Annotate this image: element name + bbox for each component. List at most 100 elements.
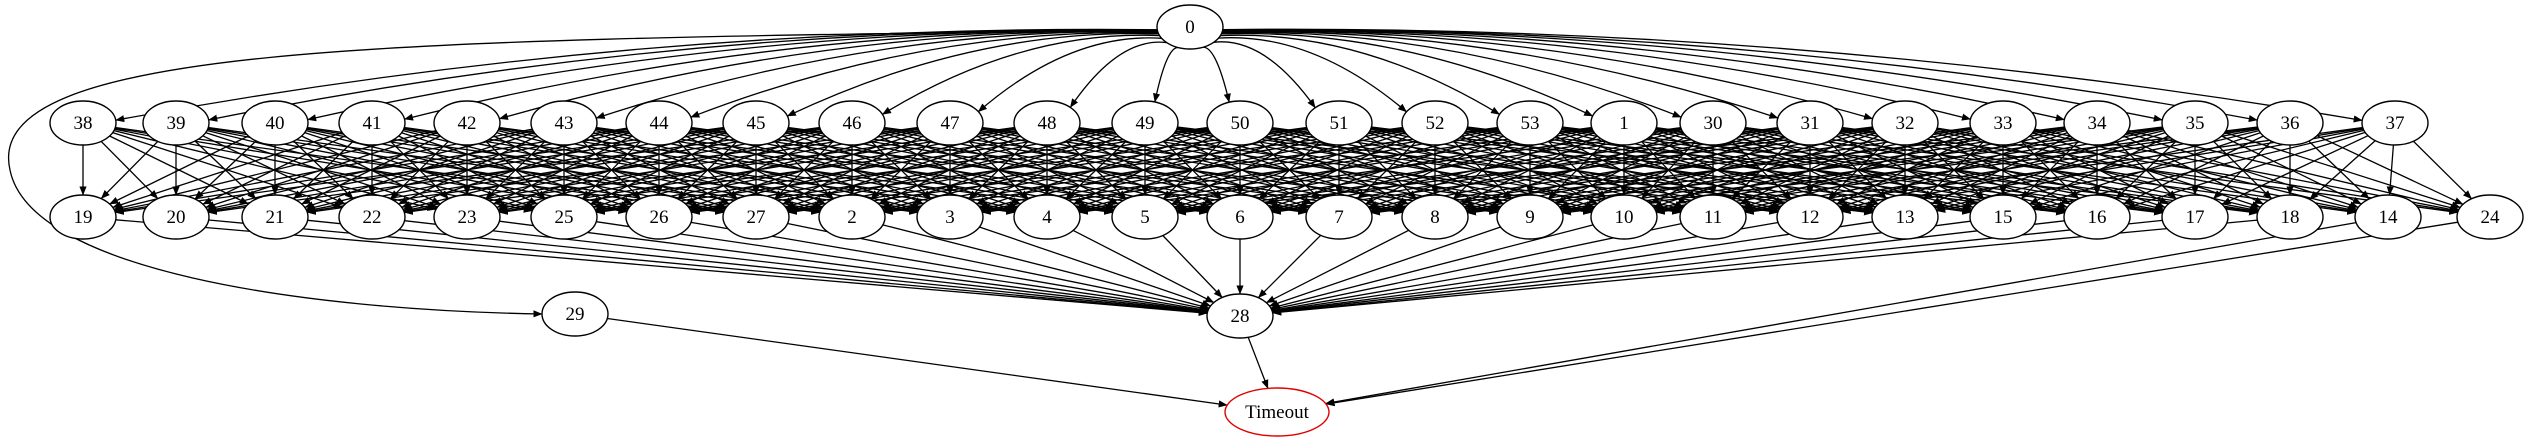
edge-0-to-46	[882, 34, 1160, 115]
edge-13-to-28	[1271, 221, 1873, 314]
edge-31-to-5	[1176, 126, 1778, 215]
node-label: 2	[847, 207, 857, 228]
node-35: 35	[2161, 100, 2229, 146]
node-6: 6	[1206, 194, 1274, 240]
edge-37-to-17	[2221, 135, 2369, 205]
edge-24-to-Timeout	[1325, 221, 2459, 407]
node-26: 26	[625, 194, 693, 240]
node-label: 11	[1704, 207, 1722, 228]
node-label: 42	[458, 113, 477, 134]
edge-36-to-14	[2308, 140, 2370, 200]
edge-45-to-20	[207, 127, 725, 214]
edge-49-to-25	[595, 127, 1114, 214]
edge-35-to-8	[1466, 126, 2163, 216]
edge-36-to-17	[2212, 140, 2273, 200]
edge-40-to-19	[109, 135, 249, 205]
edge-41-to-19	[112, 131, 343, 209]
node-label: 40	[266, 113, 285, 134]
node-17: 17	[2161, 194, 2229, 240]
node-48: 48	[1013, 100, 1081, 146]
node-49: 49	[1111, 100, 1179, 146]
edge-34-to-8	[1466, 126, 2065, 215]
node-53: 53	[1496, 100, 1564, 146]
node-46: 46	[818, 100, 886, 146]
edge-0-to-29	[7, 29, 1158, 318]
node-5: 5	[1111, 194, 1179, 240]
edge-51-to-27	[787, 127, 1308, 214]
node-label: Timeout	[1245, 402, 1309, 423]
node-40: 40	[241, 100, 309, 146]
node-30: 30	[1679, 100, 1747, 146]
node-36: 36	[2256, 100, 2324, 146]
node-29: 29	[541, 291, 609, 337]
edge-37-to-14	[2386, 144, 2395, 196]
edge-36-to-11	[1744, 127, 2259, 214]
node-label: 14	[2379, 207, 2399, 228]
edge-0-to-52	[1218, 37, 1408, 113]
node-label: 44	[650, 113, 670, 134]
node-38: 38	[49, 100, 117, 146]
node-label: 10	[1615, 207, 1634, 228]
node-0: 0	[1156, 4, 1224, 50]
edge-49-to-23	[498, 126, 1113, 215]
edge-47-to-21	[306, 126, 918, 215]
edge-46-to-20	[207, 126, 820, 215]
node-7: 7	[1305, 194, 1373, 240]
node-label: 28	[1231, 306, 1250, 327]
edge-4-to-28	[1072, 229, 1215, 304]
node-3: 3	[916, 194, 984, 240]
edge-50-to-26	[690, 127, 1209, 214]
node-39: 39	[142, 100, 210, 146]
edge-0-to-30	[1221, 31, 1682, 118]
edge-1-to-4	[1078, 127, 1593, 214]
edge-48-to-22	[403, 126, 1015, 215]
node-label: 20	[167, 207, 186, 228]
node-14: 14	[2354, 194, 2422, 240]
node-label: 9	[1525, 207, 1535, 228]
edge-26-to-28	[690, 221, 1209, 313]
edge-22-to-28	[404, 220, 1208, 315]
edge-44-to-19	[114, 127, 628, 214]
node-22: 22	[338, 194, 406, 240]
node-47: 47	[916, 100, 984, 146]
node-15: 15	[1969, 194, 2037, 240]
node-28: 28	[1206, 293, 1274, 339]
edge-29-to-Timeout	[607, 317, 1228, 408]
edge-16-to-28	[1272, 220, 2065, 315]
node-label: 22	[363, 207, 382, 228]
node-label: 35	[2186, 113, 2205, 134]
node-label: 31	[1801, 113, 1820, 134]
edge-5-to-28	[1162, 235, 1223, 298]
node-51: 51	[1305, 100, 1373, 146]
node-label: 30	[1704, 113, 1723, 134]
node-52: 52	[1401, 100, 1469, 146]
node-label: 52	[1426, 113, 1445, 134]
edge-47-to-22	[403, 127, 919, 214]
node-label: 18	[2281, 207, 2300, 228]
edge-0-to-47	[977, 37, 1162, 113]
edge-0-to-53	[1220, 34, 1500, 115]
node-45: 45	[722, 100, 790, 146]
edge-37-to-24	[2412, 140, 2473, 200]
node-timeout: Timeout	[1224, 387, 1330, 437]
edge-0-to-31	[1222, 31, 1779, 119]
edge-9-to-28	[1268, 226, 1501, 307]
edge-1-to-3	[981, 126, 1592, 215]
node-label: 15	[1994, 207, 2013, 228]
node-27: 27	[722, 194, 790, 240]
edge-46-to-21	[306, 127, 821, 214]
node-label: 23	[458, 207, 477, 228]
node-label: 51	[1330, 113, 1349, 134]
node-label: 0	[1185, 17, 1195, 38]
node-label: 26	[650, 207, 669, 228]
edge-0-to-32	[1222, 30, 1874, 120]
node-label: 29	[566, 304, 585, 325]
node-8: 8	[1401, 194, 1469, 240]
node-25: 25	[530, 194, 598, 240]
node-label: 3	[945, 207, 955, 228]
node-32: 32	[1871, 100, 1939, 146]
node-label: 4	[1042, 207, 1052, 228]
edge-30-to-5	[1176, 127, 1682, 214]
node-10: 10	[1590, 194, 1658, 240]
